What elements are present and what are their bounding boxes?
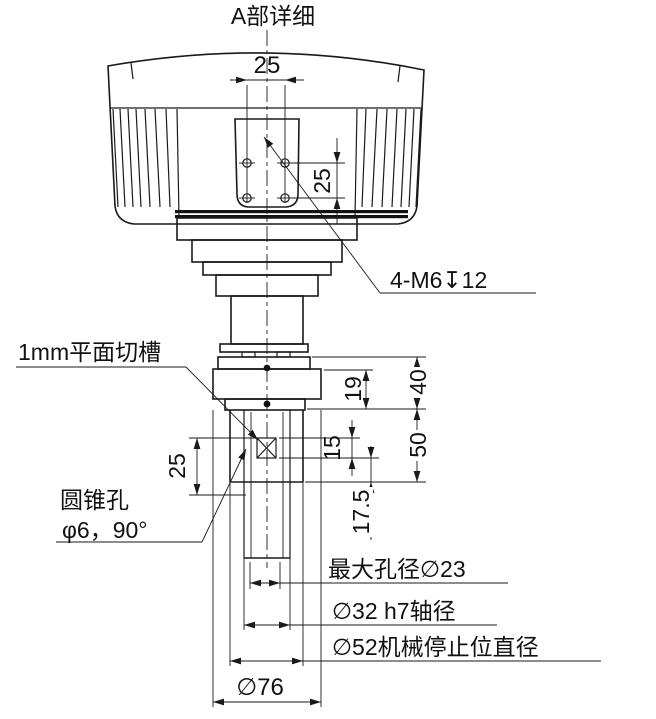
dimension-stop-section-50: 50	[305, 409, 431, 483]
dim-text-19: 19	[340, 376, 366, 402]
dimension-max-bore-23: 最大孔径∅23	[250, 556, 508, 587]
cooling-fins-right	[354, 108, 422, 218]
dim-text-25-top: 25	[254, 52, 281, 79]
gasket-band	[175, 210, 408, 214]
flat-groove-callout: 1mm平面切槽	[16, 339, 259, 441]
dim-text-76: ∅76	[236, 674, 284, 701]
dim-text-40: 40	[405, 369, 431, 395]
output-shaft	[212, 410, 322, 707]
cone-hole-callout: 圆锥孔 φ6，90°	[56, 448, 247, 543]
cone-hole-name-text: 圆锥孔	[60, 487, 129, 513]
gasket-band	[175, 215, 408, 219]
dimension-flange-step-19: 19	[324, 369, 373, 409]
dimension-stop-dia-52: ∅52机械停止位直径	[230, 634, 601, 665]
dimension-groove-length: 15	[279, 420, 379, 476]
dim-text-25-left: 25	[164, 453, 190, 479]
housing-dome	[107, 52, 425, 225]
flat-groove-note-text: 1mm平面切槽	[18, 339, 161, 365]
flange-screw	[263, 400, 271, 408]
dimension-flange-total-40: 40	[307, 356, 431, 410]
flange-screw	[263, 364, 271, 372]
stepped-housing-base	[176, 217, 358, 345]
dim-text-25-vertical: 25	[309, 168, 335, 194]
dimension-cone-offset: 17.5	[348, 446, 375, 540]
dimension-hole-spacing-horizontal: 25	[230, 52, 304, 203]
stop-dia-note-text: ∅52机械停止位直径	[332, 634, 539, 660]
dimension-hole-spacing-vertical: 25	[291, 138, 345, 224]
cooling-fins-left	[112, 108, 180, 218]
shaft-dia-note-text: ∅32 h7轴径	[332, 598, 456, 624]
cone-hole-spec-text: φ6，90°	[62, 517, 148, 543]
dimension-shaft-dia-32: ∅32 h7轴径	[244, 598, 497, 629]
thread-note-text: 4-M6↧12	[390, 267, 487, 293]
max-bore-note-text: 最大孔径∅23	[328, 556, 466, 582]
dim-text-15: 15	[319, 435, 345, 461]
detail-view-title: A部详细	[231, 3, 315, 29]
thread-callout: 4-M6↧12	[263, 136, 536, 294]
dimension-flange-dia-76: ∅76	[213, 674, 321, 706]
dim-text-17-5: 17.5	[348, 490, 374, 535]
dimension-groove-position: 25	[164, 437, 256, 496]
flange-assembly	[212, 343, 322, 411]
flat-groove-mark	[256, 437, 277, 459]
dim-text-50: 50	[405, 432, 431, 458]
